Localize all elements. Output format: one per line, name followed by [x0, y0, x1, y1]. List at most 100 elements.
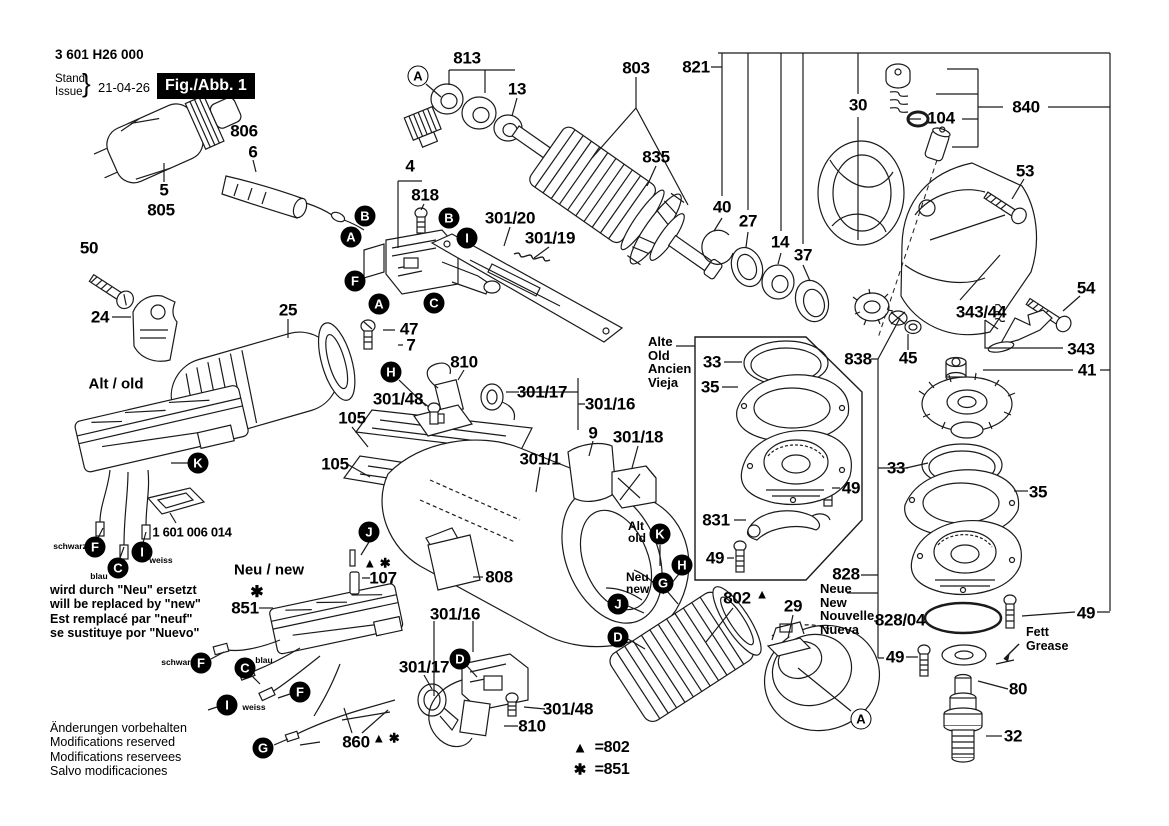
- bearing-flange-right-drawing: [910, 520, 1022, 596]
- legend-triangle-value: =802: [594, 739, 630, 756]
- part-label-27: 27: [738, 211, 758, 231]
- callout-letter-d-switch2: D: [449, 648, 471, 670]
- neu-new-heading: Neu / new: [233, 561, 305, 579]
- brace: }: [82, 68, 91, 98]
- switch-wire-loop: [428, 679, 473, 748]
- part-label-49-bottom: 49: [885, 647, 905, 667]
- alt-old-heading: Alt / old: [88, 375, 144, 393]
- part-label-835: 835: [642, 147, 670, 167]
- callout-letter-a-endbell: A: [850, 708, 872, 730]
- spindle-drawing: [943, 673, 983, 763]
- part-label-301-18: 301/18: [612, 427, 664, 447]
- part-label-9: 9: [588, 423, 598, 443]
- retainer-37-drawing: [794, 279, 830, 323]
- part-label-860: 860: [342, 732, 370, 752]
- part-label-37: 37: [793, 245, 813, 265]
- part-label-104: 104: [927, 108, 955, 128]
- screw-53-drawing: [983, 191, 1027, 225]
- holder-301-17a-drawing: [480, 383, 516, 421]
- legend-triangle-icon: ▲: [572, 739, 588, 757]
- part-label-49-old-b: 49: [705, 548, 725, 568]
- part-label-5: 5: [159, 180, 169, 200]
- cover-9-drawing: [567, 442, 617, 502]
- neue-new-box-label: Neue New Nouvelle Nueva: [820, 581, 875, 637]
- replacement-note: wird durch "Neu" ersetzt will be replace…: [50, 583, 201, 640]
- part-label-33-old: 33: [702, 352, 722, 372]
- callout-letter-c-old-wire: C: [107, 557, 129, 579]
- brush-plate-drawing: [132, 295, 178, 362]
- part-label-32: 32: [1003, 726, 1023, 746]
- part-label-840: 840: [1012, 97, 1040, 117]
- callout-letter-h-stator: H: [671, 554, 693, 576]
- lever-301-20-drawing: [430, 233, 624, 343]
- part-label-828-04: 828/04: [874, 610, 926, 630]
- triangle-star-symbol-860: ▲ ✱: [372, 730, 400, 746]
- callout-letter-j-pin: J: [358, 521, 380, 543]
- new-switch-cables: [212, 639, 396, 746]
- leader-lines: [97, 52, 1111, 746]
- callout-letter-a-cable1: A: [340, 226, 362, 248]
- part-drawings: [74, 63, 1072, 763]
- part-label-343-44: 343/44: [955, 302, 1007, 322]
- callout-letter-c-switch: C: [423, 292, 445, 314]
- wire-color-weiss-old: weiss: [149, 554, 173, 565]
- fork-831-drawing: [746, 510, 831, 541]
- legend-star-icon: ✱: [573, 761, 587, 779]
- callout-letter-a-switch: A: [368, 293, 390, 315]
- new-switch-drawing: [269, 583, 404, 655]
- part-label-45: 45: [898, 348, 918, 368]
- neu-new-small-label: Neu new: [626, 570, 650, 596]
- part-label-301-48-top: 301/48: [372, 389, 424, 409]
- callout-letter-f-new-wire2: F: [289, 681, 311, 703]
- wire-color-blau-old: blau: [90, 570, 108, 581]
- clip-301-18-drawing: [611, 465, 657, 509]
- callout-letter-i-new-wire: I: [216, 694, 238, 716]
- triangle-symbol-802: ▲: [755, 586, 769, 602]
- star-symbol-851: ✱: [250, 584, 264, 601]
- old-switch-drawing: [74, 385, 249, 473]
- pin-j-drawing: [349, 549, 356, 567]
- gasket-35a-drawing: [736, 374, 850, 443]
- part-label-49-right: 49: [1076, 603, 1096, 623]
- part-label-301-17-top: 301/17: [516, 382, 568, 402]
- part-label-301-20: 301/20: [484, 208, 536, 228]
- retainer-1601-drawing: [146, 487, 206, 515]
- part-label-105-lower: 105: [321, 454, 349, 474]
- issue-date: 21-04-26: [98, 80, 151, 95]
- part-label-35-old: 35: [700, 377, 720, 397]
- bearing-flange-old-drawing: [740, 430, 852, 506]
- flange-29-drawing: [766, 621, 812, 657]
- callout-letter-j-stator: J: [607, 593, 629, 615]
- part-label-821: 821: [682, 57, 710, 77]
- screw-49c-drawing: [1003, 594, 1017, 629]
- stator-drawing: [609, 586, 762, 723]
- screw-818-drawing: [414, 207, 428, 234]
- legend-star-value: =851: [594, 761, 630, 778]
- part-label-50: 50: [79, 238, 99, 258]
- part-label-806: 806: [230, 121, 258, 141]
- part-label-54: 54: [1076, 278, 1096, 298]
- spindle-lock-parts-drawing: [885, 63, 951, 162]
- part-label-33-new: 33: [886, 458, 906, 478]
- part-label-6: 6: [248, 142, 258, 162]
- part-label-301-1: 301/1: [519, 449, 561, 469]
- bearing-14-drawing: [761, 264, 795, 300]
- callout-letter-g-neu: G: [652, 572, 674, 594]
- part-label-301-17-bottom: 301/17: [398, 657, 450, 677]
- part-label-851: 851: [231, 598, 259, 618]
- part-label-80: 80: [1008, 679, 1028, 699]
- part-label-24: 24: [90, 307, 110, 327]
- lock-lever-drawing: [987, 303, 1053, 353]
- callout-letter-i-switch: I: [456, 227, 478, 249]
- part-label-805: 805: [147, 200, 175, 220]
- part-label-13: 13: [507, 79, 527, 99]
- part-label-808: 808: [485, 567, 513, 587]
- callout-letter-k-old-switch: K: [187, 452, 209, 474]
- pin-107-drawing: [349, 571, 360, 595]
- part-label-4: 4: [405, 156, 415, 176]
- figure-label: Fig./Abb. 1: [157, 73, 255, 100]
- screw-50-drawing: [88, 273, 135, 310]
- part-label-30: 30: [848, 95, 868, 115]
- cord-grip-drawing: [221, 175, 365, 231]
- callout-letter-d-stator: D: [607, 626, 629, 648]
